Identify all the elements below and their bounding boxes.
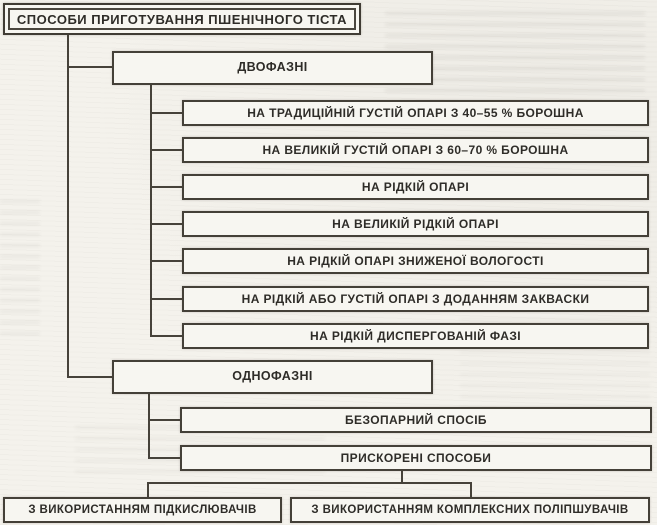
method-label: НА РІДКІЙ АБО ГУСТІЙ ОПАРІ З ДОДАННЯМ ЗА… bbox=[241, 291, 590, 306]
one-phase-vertical-line bbox=[148, 393, 150, 459]
scan-artifact bbox=[0, 195, 40, 335]
method-label: НА РІДКІЙ ОПАРІ ЗНИЖЕНОЇ ВОЛОГОСТІ bbox=[287, 253, 544, 268]
two-phase-vertical-line bbox=[150, 84, 152, 337]
two-phase-method-box: НА РІДКІЙ АБО ГУСТІЙ ОПАРІ З ДОДАННЯМ ЗА… bbox=[182, 286, 649, 312]
accelerated-variant-box: З ВИКОРИСТАННЯМ ПІДКИСЛЮВАЧІВ bbox=[3, 497, 282, 523]
two-phase-method-box: НА РІДКІЙ ОПАРІ bbox=[182, 174, 649, 200]
accelerated-left-drop-line bbox=[147, 482, 149, 498]
connector-line bbox=[150, 223, 183, 225]
group-two-phase-label: ДВОФАЗНІ bbox=[237, 60, 308, 75]
root-box: СПОСОБИ ПРИГОТУВАННЯ ПШЕНІЧНОГО ТІСТА bbox=[3, 3, 361, 35]
two-phase-method-box: НА ТРАДИЦІЙНІЙ ГУСТІЙ ОПАРІ З 40–55 % БО… bbox=[182, 100, 649, 126]
one-phase-method-box: ПРИСКОРЕНІ СПОСОБИ bbox=[180, 445, 652, 471]
root-box-label: СПОСОБИ ПРИГОТУВАННЯ ПШЕНІЧНОГО ТІСТА bbox=[8, 8, 356, 30]
method-label: НА ВЕЛИКІЙ ГУСТІЙ ОПАРІ З 60–70 % БОРОШН… bbox=[262, 142, 569, 157]
two-phase-method-box: НА ВЕЛИКІЙ ГУСТІЙ ОПАРІ З 60–70 % БОРОШН… bbox=[182, 137, 649, 163]
method-label: НА РІДКІЙ ДИСПЕРГОВАНІЙ ФАЗІ bbox=[310, 328, 521, 343]
group-one-phase-box: ОДНОФАЗНІ bbox=[112, 360, 433, 394]
scan-artifact bbox=[460, 300, 650, 420]
connector-line bbox=[150, 260, 183, 262]
connector-line bbox=[150, 335, 183, 337]
trunk-vertical-line bbox=[67, 34, 69, 378]
method-label: НА РІДКІЙ ОПАРІ bbox=[361, 179, 470, 194]
connector-line bbox=[148, 419, 181, 421]
two-phase-method-box: НА РІДКІЙ ОПАРІ ЗНИЖЕНОЇ ВОЛОГОСТІ bbox=[182, 248, 649, 274]
connector-line bbox=[150, 186, 183, 188]
accelerated-right-drop-line bbox=[470, 482, 472, 498]
connector-line-two-phase bbox=[67, 66, 113, 68]
variant-label: З ВИКОРИСТАННЯМ ПІДКИСЛЮВАЧІВ bbox=[28, 503, 257, 516]
variant-label: З ВИКОРИСТАННЯМ КОМПЛЕКСНИХ ПОЛІПШУВАЧІВ bbox=[311, 503, 629, 516]
connector-line bbox=[150, 149, 183, 151]
accelerated-branch-line bbox=[147, 482, 472, 484]
method-label: БЕЗОПАРНИЙ СПОСІБ bbox=[345, 412, 487, 427]
group-two-phase-box: ДВОФАЗНІ bbox=[112, 51, 433, 85]
method-label: ПРИСКОРЕНІ СПОСОБИ bbox=[340, 450, 492, 465]
group-one-phase-label: ОДНОФАЗНІ bbox=[232, 369, 313, 384]
connector-line-one-phase bbox=[67, 376, 113, 378]
connector-line bbox=[150, 298, 183, 300]
accelerated-drop-line bbox=[401, 471, 403, 483]
method-label: НА ВЕЛИКІЙ РІДКІЙ ОПАРІ bbox=[332, 216, 499, 231]
two-phase-method-box: НА РІДКІЙ ДИСПЕРГОВАНІЙ ФАЗІ bbox=[182, 323, 649, 349]
connector-line bbox=[150, 112, 183, 114]
method-label: НА ТРАДИЦІЙНІЙ ГУСТІЙ ОПАРІ З 40–55 % БО… bbox=[247, 105, 584, 120]
one-phase-method-box: БЕЗОПАРНИЙ СПОСІБ bbox=[180, 407, 652, 433]
accelerated-variant-box: З ВИКОРИСТАННЯМ КОМПЛЕКСНИХ ПОЛІПШУВАЧІВ bbox=[290, 497, 650, 523]
two-phase-method-box: НА ВЕЛИКІЙ РІДКІЙ ОПАРІ bbox=[182, 211, 649, 237]
connector-line bbox=[148, 457, 181, 459]
